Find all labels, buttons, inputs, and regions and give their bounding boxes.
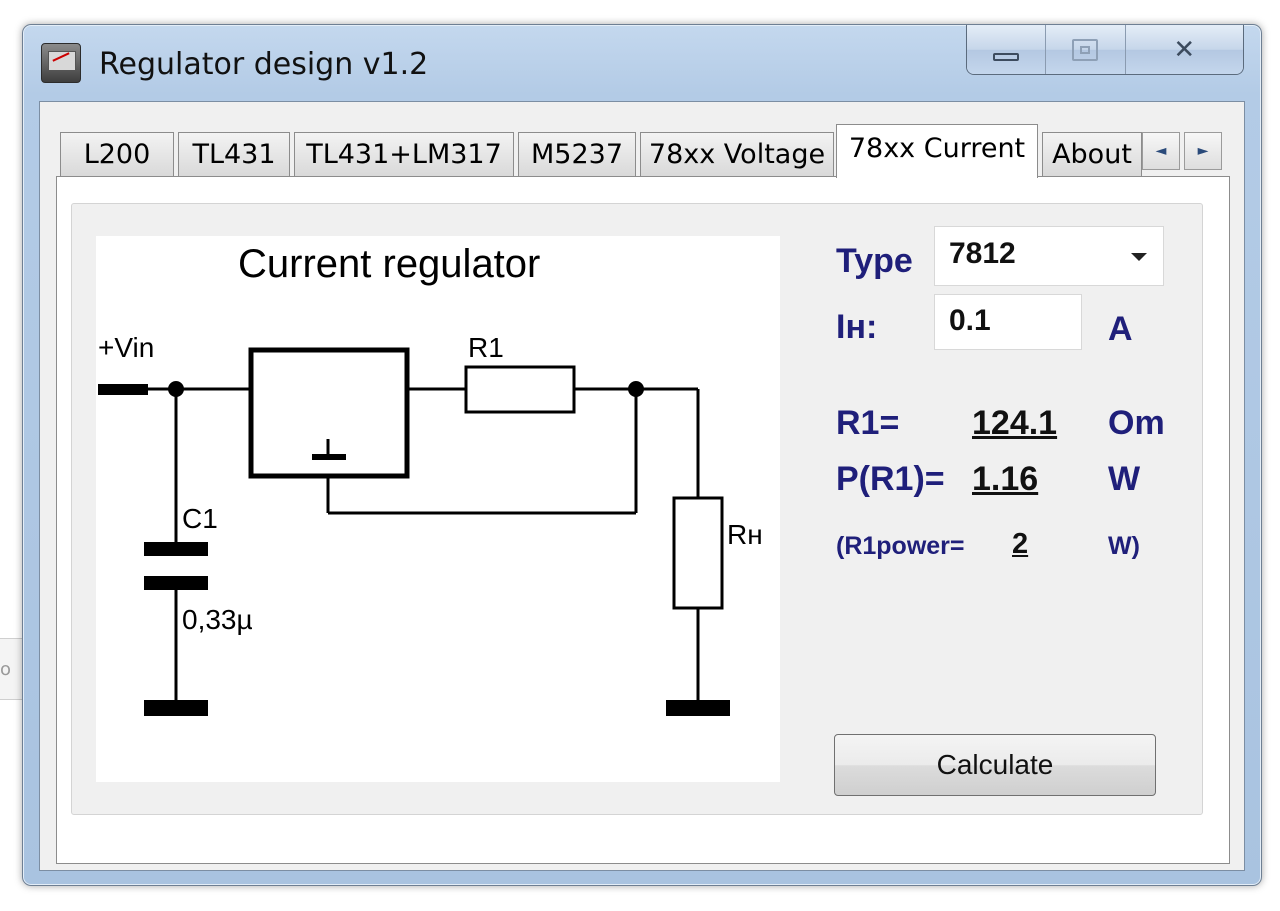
type-combobox[interactable]: 7812 [934, 226, 1164, 286]
regulator-ground-bar [312, 454, 346, 460]
tab-tl431-lm317[interactable]: TL431+LM317 [294, 132, 514, 176]
tab-78xx-current[interactable]: 78xx Current [836, 124, 1038, 178]
capacitor-c1-plate-top [144, 542, 208, 556]
type-combobox-value: 7812 [949, 237, 1016, 270]
capacitor-c1-plate-bottom [144, 576, 208, 590]
schematic-wires [146, 387, 700, 706]
client-area: L200 TL431 TL431+LM317 M5237 78xx Voltag… [39, 101, 1245, 871]
schematic-svg: Current regulator +Vin 78xx R1 C1 0,33µ … [98, 242, 763, 716]
r1-label: R1 [468, 332, 504, 363]
caption-buttons: ✕ [966, 25, 1244, 75]
tab-scroll-right-button[interactable]: ► [1184, 132, 1222, 170]
schematic-title: Current regulator [238, 242, 540, 286]
tab-scroll-left-button[interactable]: ◄ [1142, 132, 1180, 170]
tab-about[interactable]: About [1042, 132, 1142, 176]
r1-power-rating-value: 2 [1012, 528, 1029, 560]
r1-result-unit: Om [1108, 404, 1165, 442]
background-window-edge: o [0, 638, 24, 700]
tab-page-78xx-current: Current regulator +Vin 78xx R1 C1 0,33µ … [56, 176, 1230, 864]
load-current-value: 0.1 [949, 304, 991, 337]
window-title: Regulator design v1.2 [99, 47, 429, 82]
calculator-group: Current regulator +Vin 78xx R1 C1 0,33µ … [71, 203, 1203, 815]
close-button[interactable]: ✕ [1124, 25, 1243, 74]
power-result-value: 1.16 [972, 460, 1039, 498]
maximize-icon [1072, 38, 1099, 61]
power-result-label: P(R1)= [836, 460, 945, 498]
ground-symbol-right [666, 700, 730, 716]
minimize-button[interactable] [967, 25, 1046, 74]
tab-scroll-buttons: ◄ ► [1142, 132, 1226, 172]
vin-terminal [98, 384, 148, 395]
tab-78xx-voltage[interactable]: 78xx Voltage [640, 132, 834, 176]
tab-l200[interactable]: L200 [60, 132, 174, 176]
resistor-r1 [464, 365, 576, 414]
r1-result-label: R1= [836, 404, 900, 442]
schematic-diagram: Current regulator +Vin 78xx R1 C1 0,33µ … [96, 236, 780, 782]
output-junction [628, 381, 644, 397]
calculate-button[interactable]: Calculate [834, 734, 1156, 796]
type-label: Type [836, 242, 913, 280]
r1-power-rating-unit: W) [1108, 532, 1140, 560]
r1-power-rating-label: (R1power= [836, 532, 965, 560]
background-text: o [0, 659, 12, 680]
load-label: Rн [727, 519, 763, 550]
minimize-icon [993, 52, 1020, 61]
dropdown-arrow-icon[interactable] [1131, 253, 1147, 261]
arrow-left-icon: ◄ [1155, 143, 1167, 159]
app-window: Regulator design v1.2 ✕ L200 TL431 TL431… [22, 24, 1262, 886]
close-icon: ✕ [1173, 34, 1196, 65]
c1-value: 0,33µ [182, 604, 253, 635]
load-current-input[interactable]: 0.1 [934, 294, 1082, 350]
tab-m5237[interactable]: M5237 [518, 132, 636, 176]
input-junction [168, 381, 184, 397]
maximize-button[interactable] [1045, 25, 1125, 74]
load-current-label: Iн: [836, 308, 878, 346]
r1-result-value: 124.1 [972, 404, 1058, 442]
tab-tl431[interactable]: TL431 [178, 132, 290, 176]
c1-label: C1 [182, 503, 218, 534]
current-unit: A [1108, 310, 1133, 348]
arrow-right-icon: ► [1197, 143, 1209, 159]
ground-symbol-left [144, 700, 208, 716]
power-result-unit: W [1108, 460, 1141, 498]
app-icon [41, 43, 81, 83]
load-resistor [672, 496, 724, 610]
vin-label: +Vin [98, 332, 154, 363]
